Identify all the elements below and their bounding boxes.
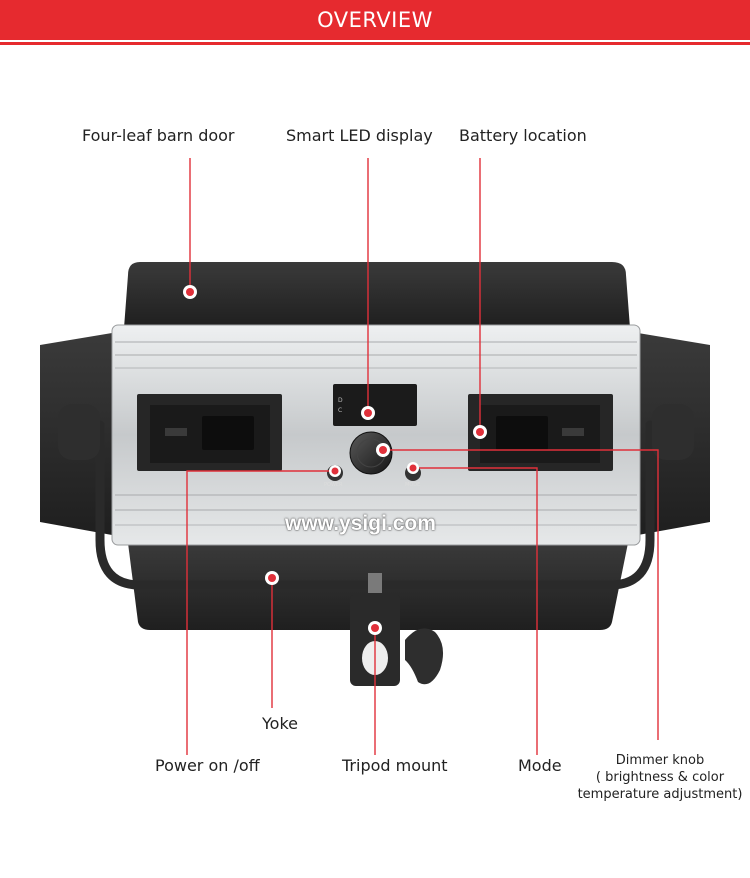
tripod-lock-knob <box>405 628 444 685</box>
barn-door-top <box>124 262 630 328</box>
battery-bay-left <box>137 394 282 471</box>
yoke-knob-right <box>652 404 694 460</box>
header-stripe <box>0 42 750 45</box>
label-dimmer-line3: temperature adjustment) <box>577 787 743 802</box>
led-display <box>333 384 417 426</box>
mode-tag: MODE <box>405 482 421 488</box>
svg-text:D: D <box>338 397 343 404</box>
label-barn-door: Four-leaf barn door <box>82 126 235 145</box>
label-mode: Mode <box>518 756 562 775</box>
label-dimmer-line2: ( brightness & color <box>595 770 725 785</box>
dimmer-knob <box>349 431 393 475</box>
yoke-knob-left <box>58 404 100 460</box>
watermark: www.ysigi.com <box>285 512 436 535</box>
header-bar: OVERVIEW <box>0 0 750 40</box>
callout-dots <box>183 285 487 635</box>
mount-stud <box>368 573 382 593</box>
label-tripod: Tripod mount <box>342 756 448 775</box>
label-power: Power on /off <box>155 756 260 775</box>
power-tag: POWER <box>324 482 343 488</box>
label-dimmer-title: Dimmer knob <box>615 753 705 768</box>
callout-lines <box>186 158 659 755</box>
label-yoke: Yoke <box>262 714 298 733</box>
page-title: OVERVIEW <box>317 8 433 32</box>
label-battery: Battery location <box>459 126 587 145</box>
label-led-display: Smart LED display <box>286 126 433 145</box>
svg-text:C: C <box>338 407 342 414</box>
battery-bay-right <box>468 394 613 471</box>
label-dimmer: Dimmer knob ( brightness & color tempera… <box>576 752 744 803</box>
